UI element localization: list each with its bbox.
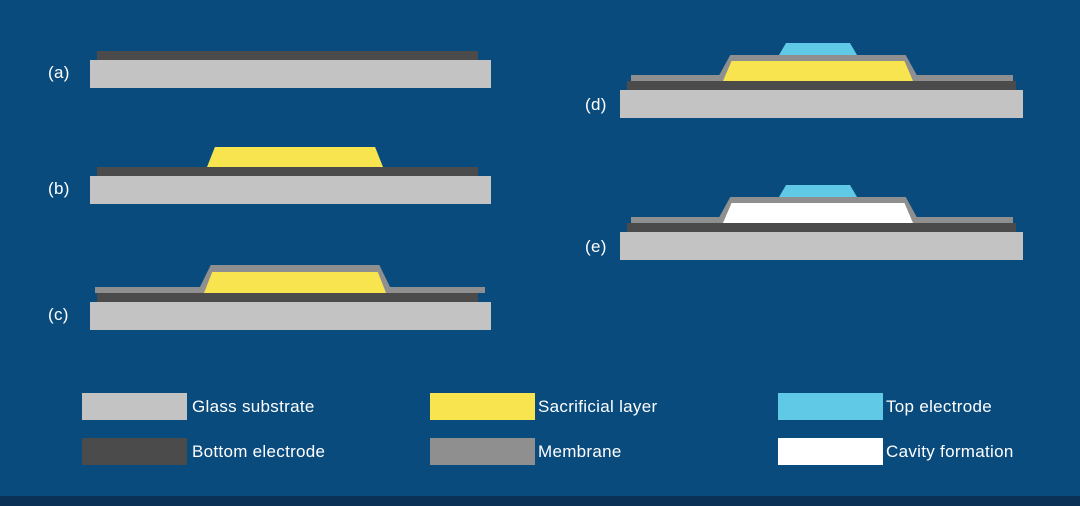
footer-bar: [0, 496, 1080, 506]
legend-swatch-membrane: [430, 438, 535, 465]
legend-swatch-top-electrode: [778, 393, 883, 420]
sacrificial-layer: [723, 61, 913, 81]
bottom-electrode-layer: [627, 81, 1016, 90]
panel-label: (d): [585, 95, 607, 114]
legend-label: Sacrificial layer: [538, 397, 658, 416]
panel-label: (c): [48, 305, 69, 324]
legend-swatch-bottom-electrode: [82, 438, 187, 465]
legend-swatch-sacrificial-layer: [430, 393, 535, 420]
legend-swatch-cavity-formation: [778, 438, 883, 465]
panel-label: (a): [48, 63, 70, 82]
bottom-electrode-layer: [97, 293, 478, 302]
bottom-electrode-layer: [97, 51, 478, 60]
panel-label: (b): [48, 179, 70, 198]
bottom-electrode-layer: [627, 223, 1016, 232]
glass-substrate-layer: [90, 60, 491, 88]
legend-label: Cavity formation: [886, 442, 1014, 461]
legend-label: Bottom electrode: [192, 442, 326, 461]
legend-swatch-glass-substrate: [82, 393, 187, 420]
legend-label: Membrane: [538, 442, 622, 461]
legend-label: Glass substrate: [192, 397, 315, 416]
sacrificial-layer: [204, 272, 386, 293]
glass-substrate-layer: [90, 176, 491, 204]
top-electrode-layer: [779, 43, 857, 55]
legend-label: Top electrode: [886, 397, 992, 416]
glass-substrate-layer: [620, 90, 1023, 118]
top-electrode-layer: [779, 185, 857, 197]
glass-substrate-layer: [620, 232, 1023, 260]
sacrificial-layer: [207, 147, 383, 167]
bottom-electrode-layer: [97, 167, 478, 176]
cavity-layer: [723, 203, 913, 223]
glass-substrate-layer: [90, 302, 491, 330]
panel-label: (e): [585, 237, 607, 256]
